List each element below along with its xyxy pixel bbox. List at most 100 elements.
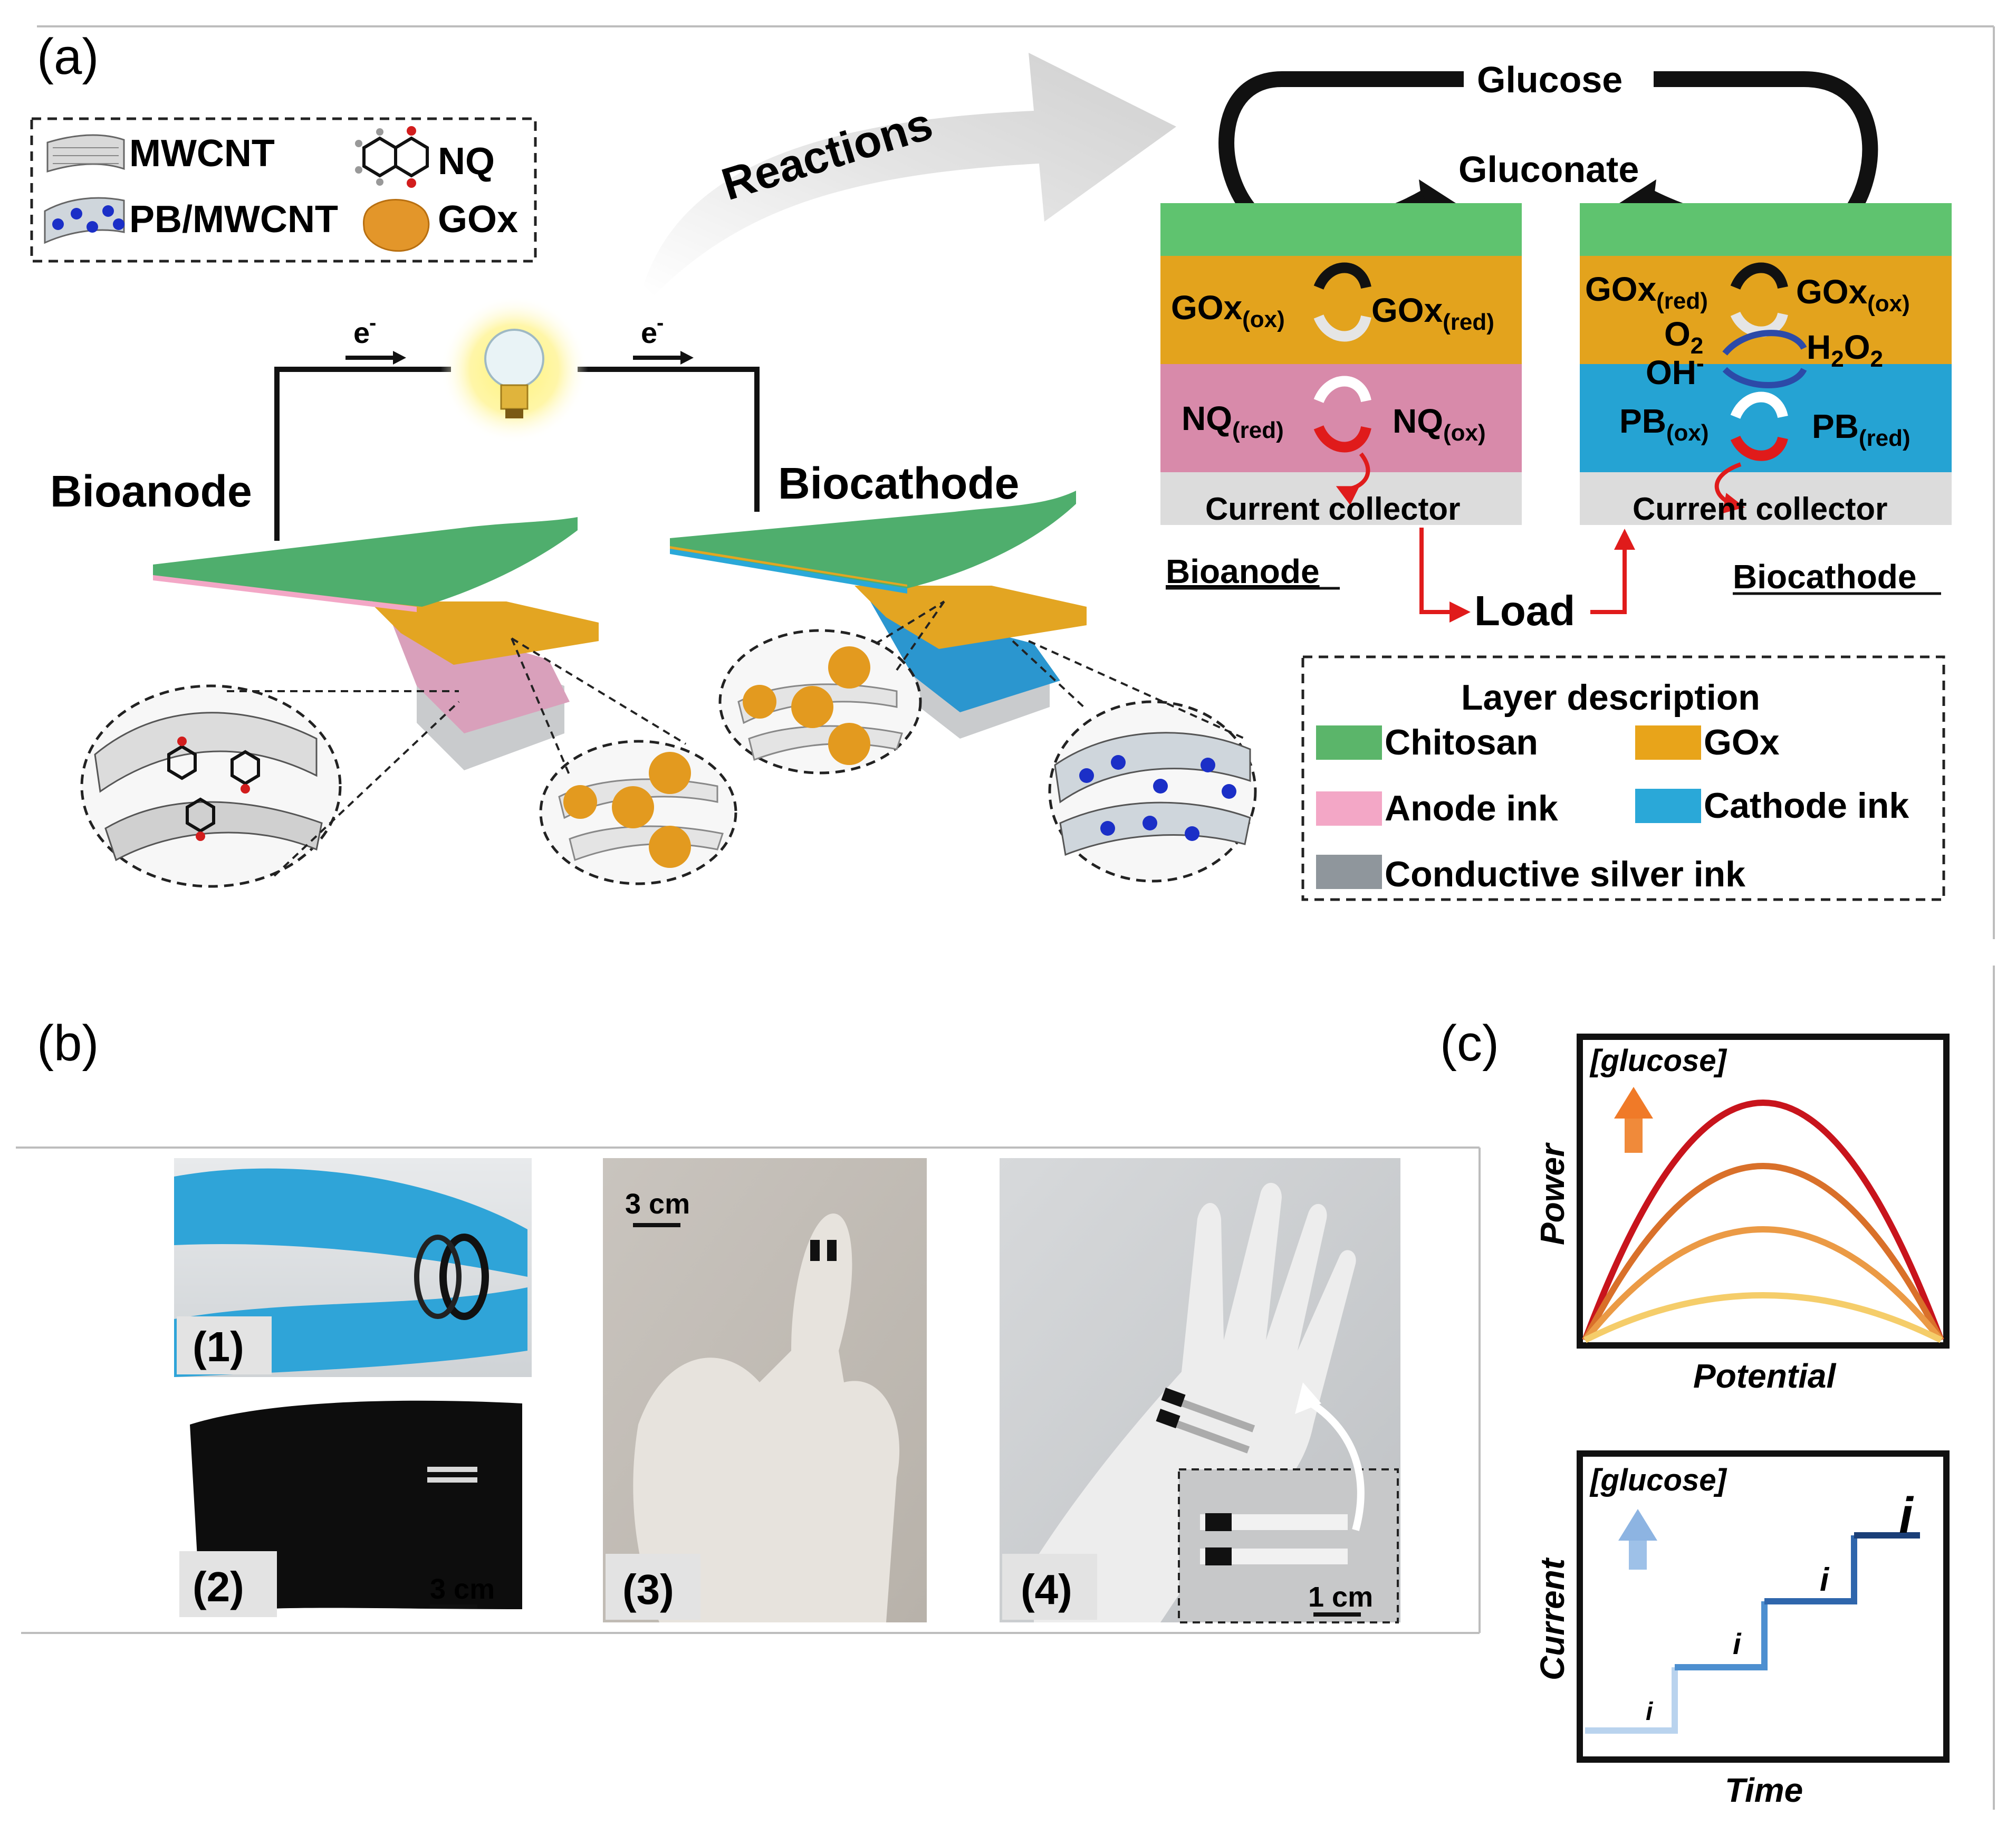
legend-gox: GOx	[438, 198, 518, 241]
panel-a-label: (a)	[37, 28, 99, 85]
nq-molecule-icon	[355, 126, 429, 188]
current-step-label-2: i	[1733, 1627, 1742, 1660]
layer-silver-ink: Conductive silver ink	[1385, 854, 1745, 894]
cathode-h2o2: H2O2	[1807, 328, 1883, 372]
pb-mwcnt-icon	[44, 197, 125, 244]
power-xlabel: Potential	[1693, 1357, 1836, 1395]
anode-nq-ox: NQ(ox)	[1393, 402, 1486, 446]
cathode-gox-ox: GOx(ox)	[1796, 273, 1910, 317]
layer-description-box: Layer description Chitosan GOx Anode ink…	[1301, 655, 1945, 901]
cathode-pb-red: PB(red)	[1812, 407, 1911, 451]
anode-block-chitosan	[1160, 203, 1522, 256]
gluconate-label: Gluconate	[1458, 149, 1639, 190]
panel-b-label: (b)	[37, 1015, 99, 1072]
cathode-zoom-gox	[718, 600, 945, 775]
anode-chitosan-layer	[153, 517, 578, 607]
current-step-3	[1764, 1535, 1857, 1604]
bioanode-stack	[153, 517, 599, 770]
cathode-gox-red: GOx(red)	[1585, 270, 1708, 314]
power-curve-3	[1582, 1226, 1944, 1342]
cathode-reaction-block: GOx(red) GOx(ox) O2 H2O2 OH- PB(ox) PB(r…	[1580, 203, 1952, 527]
bioanode-label: Bioanode	[50, 466, 252, 516]
glucose-label: Glucose	[1477, 59, 1623, 100]
anode-current-collector: Current collector	[1205, 491, 1460, 527]
anode-zoom-gox	[511, 637, 737, 885]
power-curve-2	[1582, 1163, 1944, 1342]
photo-1-tag: (1)	[193, 1323, 244, 1370]
power-ylabel: Power	[1533, 1142, 1571, 1245]
photo-3-scale: 3 cm	[625, 1188, 690, 1220]
panel-c-label: (c)	[1440, 1015, 1499, 1072]
current-ylabel: Current	[1533, 1557, 1571, 1680]
material-legend-box	[30, 117, 537, 263]
layer-chitosan: Chitosan	[1385, 722, 1538, 762]
cathode-block-chitosan	[1580, 203, 1952, 256]
electron-left: e	[353, 316, 370, 349]
load-circuit: Load	[1419, 528, 1635, 634]
current-step-label-4: i	[1899, 1487, 1914, 1544]
glucose-increase-arrow-blue	[1618, 1509, 1657, 1570]
anode-block-gox	[1160, 256, 1522, 364]
reactions-arrow: Reactions	[644, 53, 1176, 295]
photo-4-mannequin-hand: 1 cm (4)	[1000, 1158, 1400, 1623]
chitosan-swatch	[1316, 725, 1382, 760]
panel-b: (b) (1) (2) 3 cm	[16, 1015, 1481, 1634]
current-step-label-1: i	[1646, 1698, 1654, 1726]
legend-nq: NQ	[438, 140, 495, 183]
power-chart-tag: [glucose]	[1589, 1044, 1727, 1078]
biocathode-stack	[670, 491, 1087, 739]
current-chart-tag: [glucose]	[1589, 1463, 1727, 1497]
bioanode-title: Bioanode	[1166, 552, 1320, 590]
cathode-ink-swatch	[1635, 789, 1701, 823]
silver-ink-swatch	[1316, 855, 1382, 889]
cathode-pb-ox: PB(ox)	[1619, 402, 1709, 446]
cathode-current-collector: Current collector	[1633, 491, 1887, 527]
anode-ink-swatch	[1316, 791, 1382, 826]
photo-2-black-sleeve: (2) 3 cm	[174, 1393, 532, 1622]
gox-enzyme-icon	[363, 199, 430, 252]
biocathode-label: Biocathode	[778, 458, 1019, 508]
photo-4-tag: (4)	[1021, 1566, 1072, 1613]
layer-gox: GOx	[1704, 722, 1780, 762]
cathode-block-collector	[1580, 472, 1952, 525]
biocathode-title: Biocathode	[1733, 558, 1916, 596]
electron-left-sup: -	[369, 311, 376, 335]
anode-reaction-block: GOx(ox) GOx(red) NQ(red) NQ(ox) Current …	[1160, 203, 1522, 527]
power-chart-frame	[1577, 1034, 1950, 1349]
lightbulb-icon	[440, 295, 588, 443]
photo-3-tag: (3)	[622, 1566, 674, 1613]
external-circuit: e - e -	[274, 311, 760, 541]
cathode-oh: OH-	[1646, 350, 1704, 391]
cathode-gox-layer	[855, 586, 1087, 649]
current-step-1	[1585, 1667, 1678, 1734]
current-time-chart: [glucose] Current Time i i i i	[1533, 1450, 1950, 1809]
anode-nq-red: NQ(red)	[1182, 399, 1284, 443]
current-step-2	[1675, 1601, 1768, 1670]
current-step-label-3: i	[1820, 1562, 1830, 1598]
cathode-block-gox	[1580, 256, 1952, 364]
anode-gox-red: GOx(red)	[1371, 291, 1494, 335]
glucose-increase-arrow-orange	[1614, 1087, 1653, 1153]
layer-anode-ink: Anode ink	[1385, 788, 1558, 828]
photo-2-scale: 3 cm	[430, 1573, 495, 1605]
photo-3-gloved-hand: 3 cm (3)	[603, 1158, 927, 1622]
cathode-zoom-pb-mwcnt	[1012, 640, 1257, 883]
power-curve-1	[1582, 1100, 1944, 1342]
power-potential-chart: [glucose] Power Potential	[1533, 1034, 1950, 1395]
panel-a: (a) MWCNT NQ PB/MWCNT GOx	[30, 25, 1995, 939]
photo-1-glove-bend: (1)	[174, 1158, 532, 1377]
cathode-o2: O2	[1664, 315, 1703, 359]
layer-box-title: Layer description	[1461, 677, 1760, 718]
legend-mwcnt: MWCNT	[129, 132, 275, 175]
anode-zoom-nq-mwcnt	[80, 684, 460, 888]
photo-4-scale: 1 cm	[1308, 1581, 1373, 1613]
power-curve-4	[1583, 1292, 1943, 1343]
anode-gox-layer	[369, 601, 599, 665]
photo-2-tag: (2)	[193, 1563, 244, 1610]
electron-right-sup: -	[657, 311, 664, 335]
electron-right: e	[641, 316, 657, 349]
current-xlabel: Time	[1725, 1771, 1803, 1809]
panel-c: (c) [glucose] Power Potential [glucose] …	[1440, 966, 1995, 1810]
load-label: Load	[1474, 587, 1575, 634]
